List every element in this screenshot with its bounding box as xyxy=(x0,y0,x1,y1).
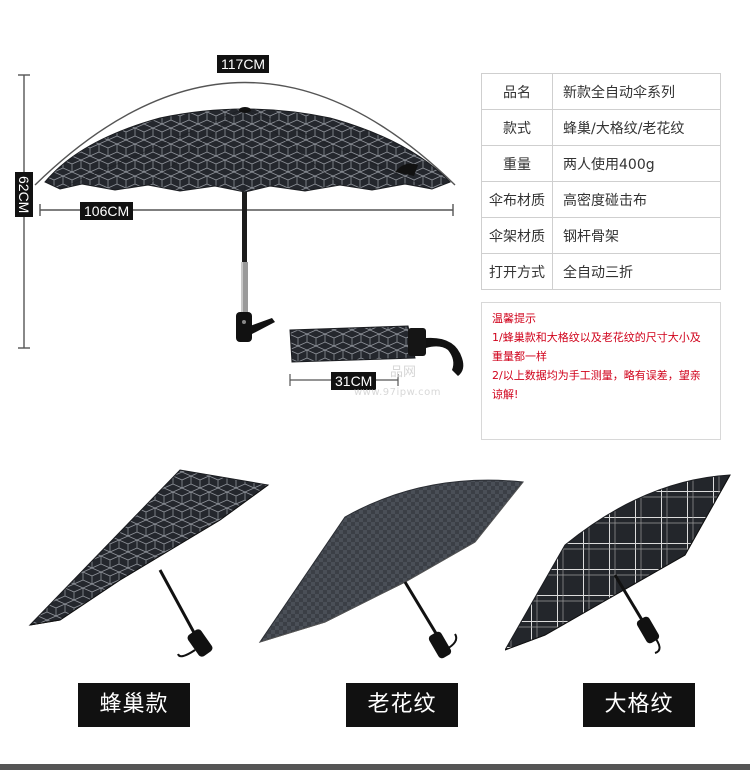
spec-row: 重量两人使用400g xyxy=(481,145,721,182)
spec-value: 高密度碰击布 xyxy=(552,181,721,218)
spec-row: 品名新款全自动伞系列 xyxy=(481,73,721,110)
spec-key: 伞架材质 xyxy=(481,217,553,254)
notice-line-2: 2/以上数据均为手工测量，略有误差，望亲谅解! xyxy=(492,369,701,401)
notice-title: 温馨提示 xyxy=(492,312,536,325)
footer-bar xyxy=(0,764,750,770)
spec-table: 品名新款全自动伞系列 款式蜂巢/大格纹/老花纹 重量两人使用400g 伞布材质高… xyxy=(481,73,721,290)
spec-key: 品名 xyxy=(481,73,553,110)
spec-key: 打开方式 xyxy=(481,253,553,290)
folded-length-label: 31CM xyxy=(331,372,377,390)
spec-key: 重量 xyxy=(481,145,553,182)
spec-value: 蜂巢/大格纹/老花纹 xyxy=(552,109,721,146)
umbrella-honeycomb-style xyxy=(28,469,270,658)
arc-dimension-line xyxy=(34,81,456,186)
arc-length-label: 117CM xyxy=(217,55,270,73)
spec-value: 钢杆骨架 xyxy=(552,217,721,254)
spec-row: 款式蜂巢/大格纹/老花纹 xyxy=(481,109,721,146)
spec-row: 伞布材质高密度碰击布 xyxy=(481,181,721,218)
height-label: 62CM xyxy=(15,172,33,218)
style-label-floral: 老花纹 xyxy=(346,683,458,727)
folded-umbrella xyxy=(289,325,464,386)
spec-row: 伞架材质钢杆骨架 xyxy=(481,217,721,254)
spec-value: 全自动三折 xyxy=(552,253,721,290)
notice-line-1: 1/蜂巢款和大格纹以及老花纹的尺寸大小及重量都一样 xyxy=(492,331,701,363)
open-umbrella-diagram xyxy=(18,74,456,349)
spec-key: 伞布材质 xyxy=(481,181,553,218)
canopy-width-label: 106CM xyxy=(80,202,134,220)
spec-value: 两人使用400g xyxy=(552,145,721,182)
umbrella-floral-style xyxy=(258,479,524,659)
umbrella-grid-style xyxy=(505,474,731,654)
style-label-grid: 大格纹 xyxy=(583,683,695,727)
spec-key: 款式 xyxy=(481,109,553,146)
style-label-honeycomb: 蜂巢款 xyxy=(78,683,190,727)
spec-value: 新款全自动伞系列 xyxy=(552,73,721,110)
notice-box: 温馨提示 1/蜂巢款和大格纹以及老花纹的尺寸大小及重量都一样 2/以上数据均为手… xyxy=(481,302,721,440)
umbrella-canopy-honeycomb xyxy=(44,108,451,193)
watermark: 品网 www.97ipw.com xyxy=(354,365,441,399)
spec-row: 打开方式全自动三折 xyxy=(481,253,721,290)
